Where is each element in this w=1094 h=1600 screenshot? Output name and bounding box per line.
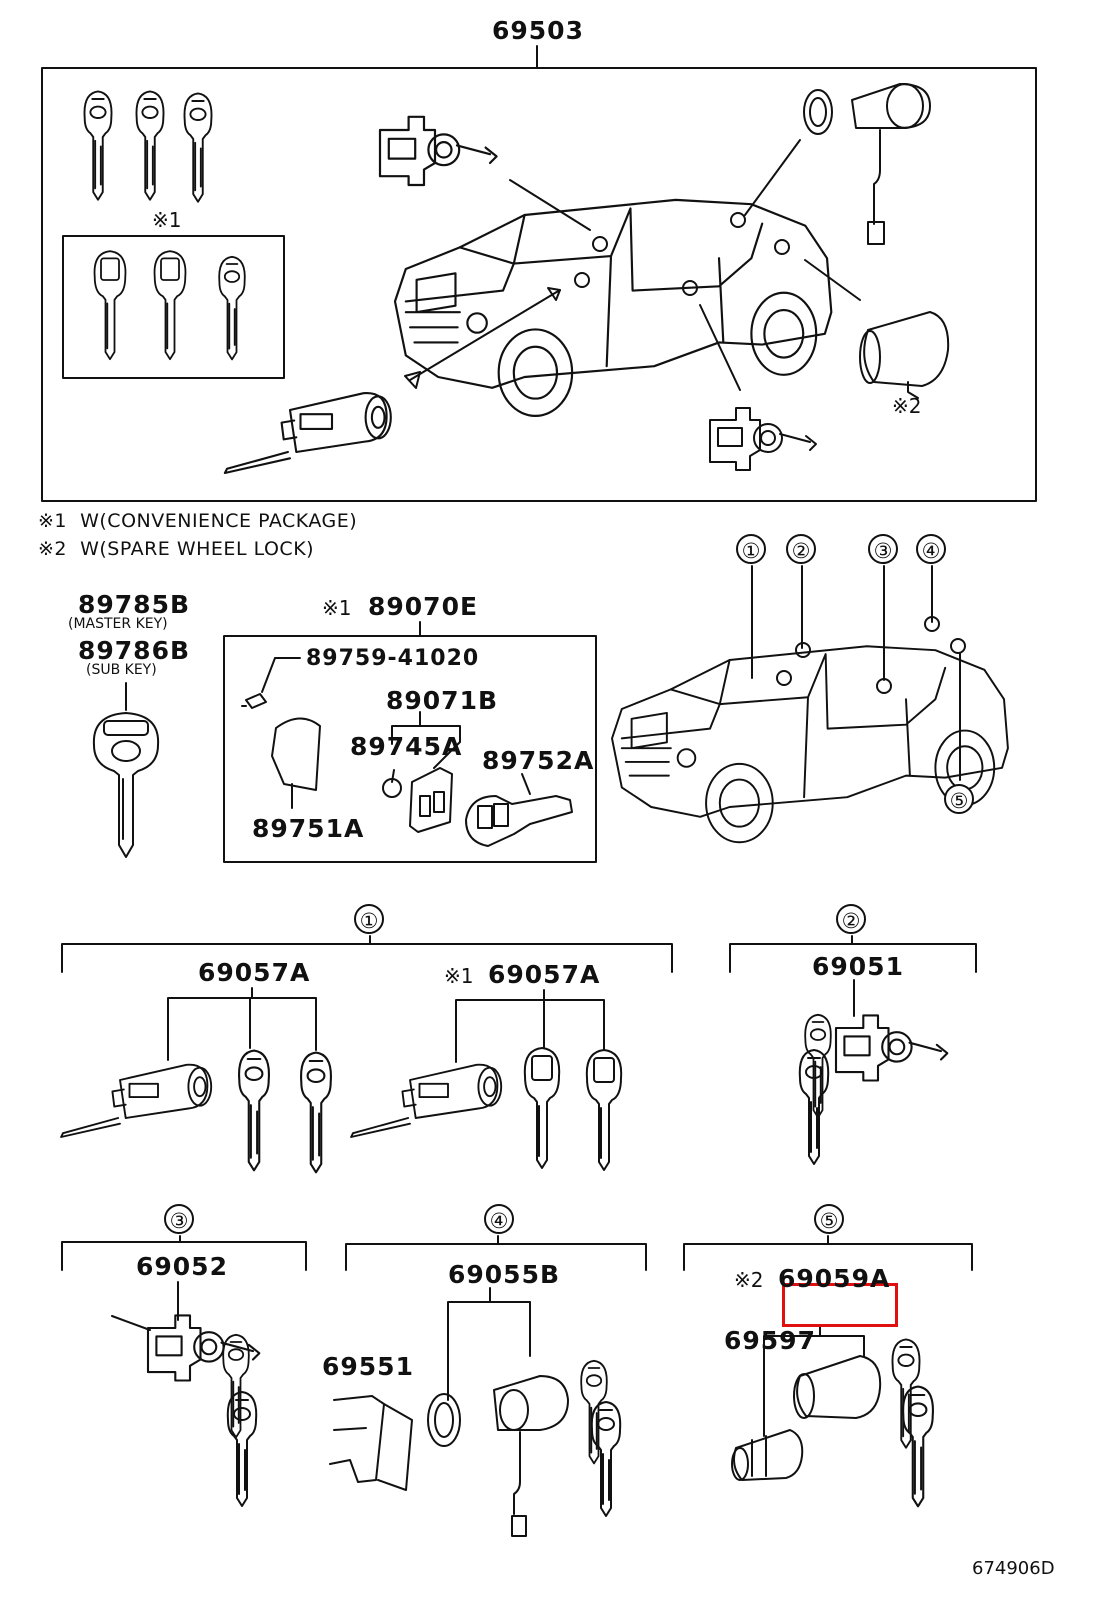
section-5-marker: ⑤ <box>814 1204 844 1234</box>
note-2-text: W(SPARE WHEEL LOCK) <box>80 538 315 560</box>
section-3-marker: ③ <box>164 1204 194 1234</box>
section-1-mark-b: ※1 <box>444 964 474 988</box>
section-5-sub-part: 69597 <box>724 1326 816 1355</box>
remote-group-part: 89070E <box>368 592 479 621</box>
screw-part: 89759-41020 <box>306 646 480 671</box>
highlighted-part-box <box>782 1283 898 1327</box>
sub-key-label: (SUB KEY) <box>86 662 157 678</box>
section-5-mark: ※2 <box>734 1268 764 1292</box>
master-key-part-number: 89785B <box>78 590 191 619</box>
location-marker-4: ④ <box>916 534 946 564</box>
section-1-part-a: 69057A <box>198 958 311 987</box>
case-part: 89751A <box>252 814 365 843</box>
battery-part: 89745A <box>350 732 463 761</box>
note-1: ※1 W(CONVENIENCE PACKAGE) <box>38 510 357 532</box>
section-3-part: 69052 <box>136 1252 228 1281</box>
illustration-id: 674906D <box>972 1558 1055 1579</box>
note1-mark-in-box: ※1 <box>152 208 182 232</box>
master-key-label: (MASTER KEY) <box>68 616 168 632</box>
section-4-marker: ④ <box>484 1204 514 1234</box>
section-5-part[interactable]: 69059A <box>778 1264 891 1293</box>
location-marker-1: ① <box>736 534 766 564</box>
section-2-marker: ② <box>836 904 866 934</box>
note2-mark-in-box: ※2 <box>892 394 922 418</box>
location-marker-5: ⑤ <box>944 784 974 814</box>
note-1-mark: ※1 <box>38 510 68 532</box>
section-2-part: 69051 <box>812 952 904 981</box>
location-marker-3: ③ <box>868 534 898 564</box>
section-1-marker: ① <box>354 904 384 934</box>
sub-key-part-number: 89786B <box>78 636 191 665</box>
key-part: 89752A <box>482 746 595 775</box>
section-4-part: 69055B <box>448 1260 561 1289</box>
section-4-sub-part: 69551 <box>322 1352 414 1381</box>
location-marker-2: ② <box>786 534 816 564</box>
assembly-number: 69503 <box>492 16 584 45</box>
note-2-mark: ※2 <box>38 538 68 560</box>
section-1-part-b: 69057A <box>488 960 601 989</box>
transmitter-part: 89071B <box>386 686 499 715</box>
remote-mark: ※1 <box>322 596 352 620</box>
note-1-text: W(CONVENIENCE PACKAGE) <box>80 510 358 532</box>
note-2: ※2 W(SPARE WHEEL LOCK) <box>38 538 314 560</box>
